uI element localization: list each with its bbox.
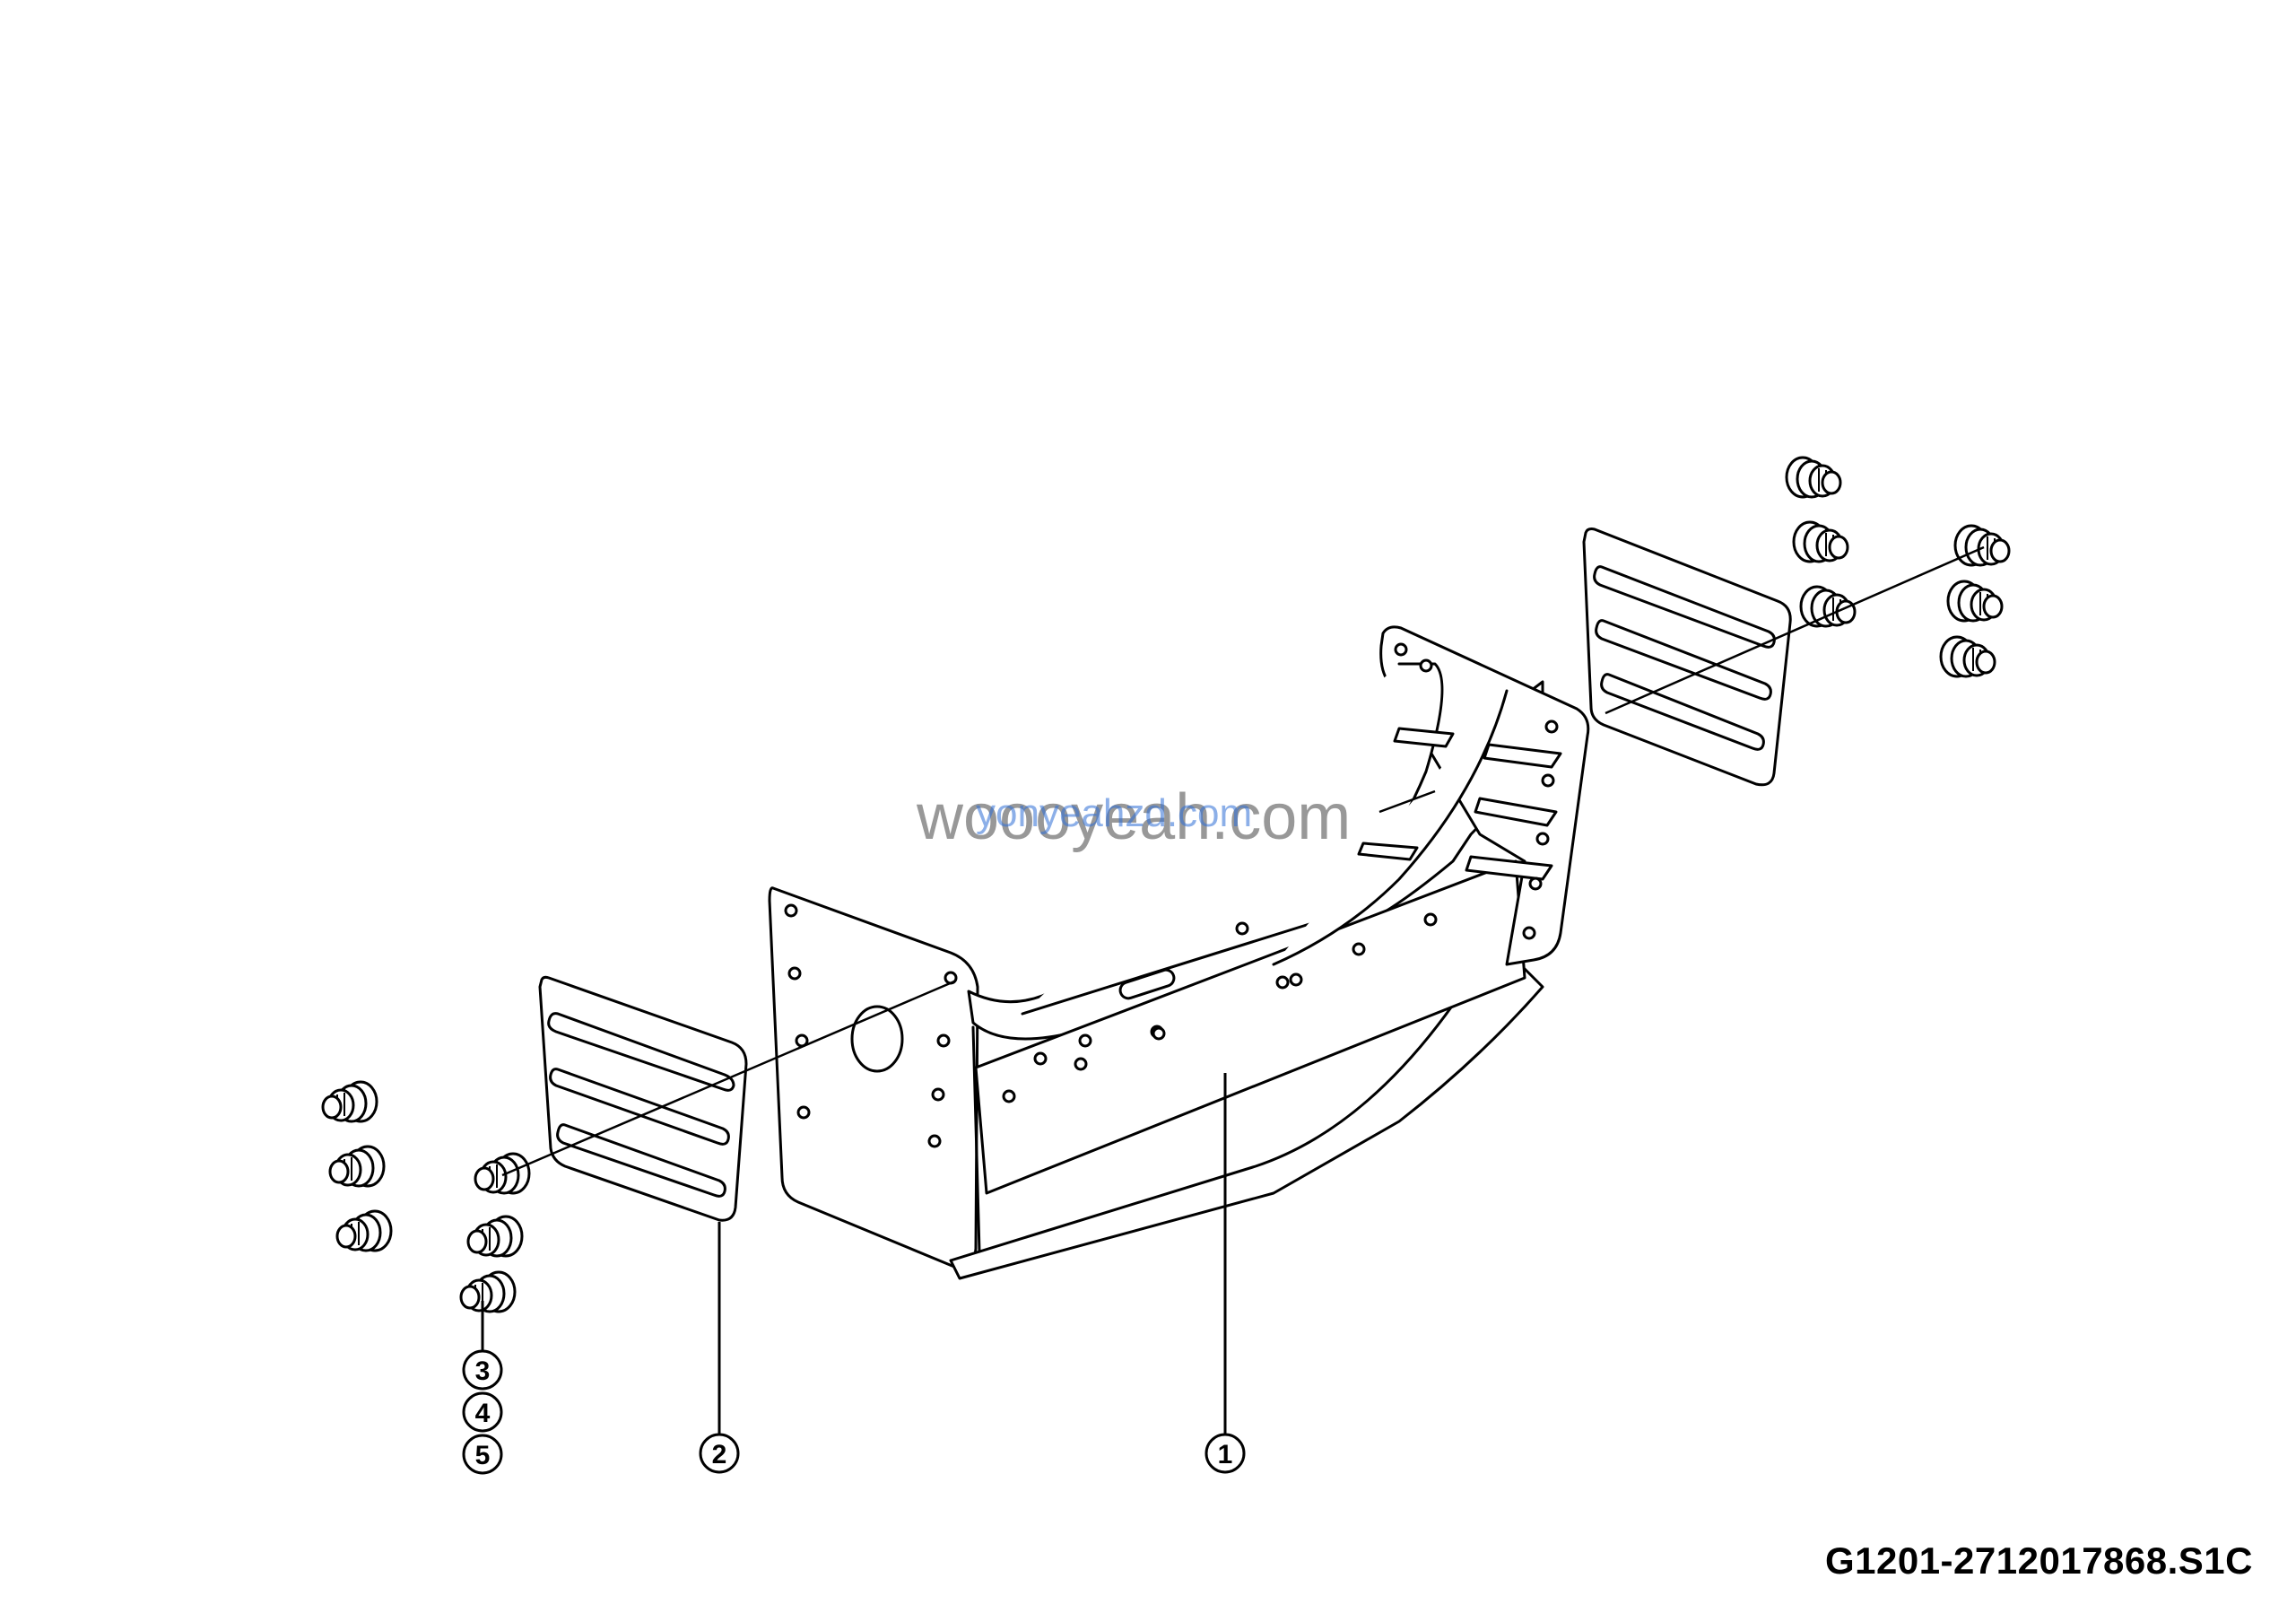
leader-lines [481,1073,1227,1434]
bolt-group-left-inner [459,1152,531,1313]
callout-2: 2 [699,1433,740,1474]
callout-3: 3 [462,1349,503,1391]
drawing-code: G1201-2712017868.S1C [1824,1539,2253,1582]
shim-plate-right [1582,528,1792,787]
bolt-group-right-inner [1785,456,1857,628]
callout-1: 1 [1205,1433,1246,1474]
callout-5: 5 [462,1434,503,1475]
watermark-secondary: yonyeahzd.com [976,791,1253,835]
bolt-group-right-outer [1939,524,2011,678]
shim-plate-left-part-2 [538,975,748,1222]
main-frame-part-1 [768,625,1590,1280]
assembly-axis-lines [501,545,1985,1177]
svg-text:4: 4 [475,1399,491,1428]
watermark-primary: woooyeah.com [917,781,1352,853]
svg-text:5: 5 [475,1441,491,1470]
svg-text:1: 1 [1218,1440,1233,1469]
bolt-group-left-outer [321,1080,393,1252]
svg-text:2: 2 [712,1440,727,1469]
svg-text:3: 3 [475,1356,491,1386]
callout-4: 4 [462,1391,503,1433]
